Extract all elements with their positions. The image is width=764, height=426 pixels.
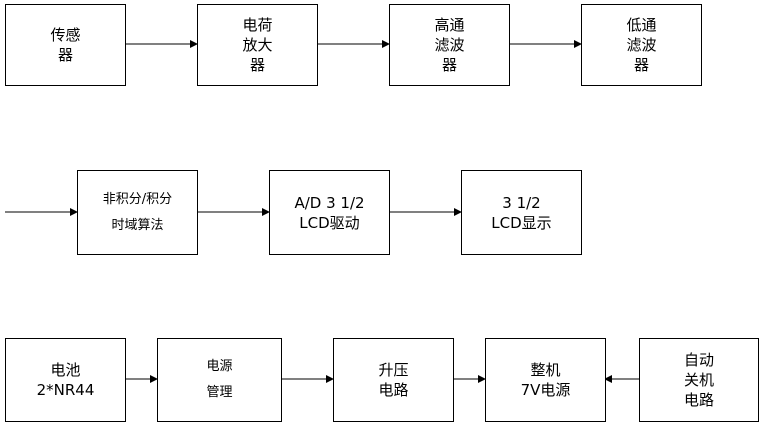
highpass-filter-label-line-3: 器 — [441, 56, 457, 74]
auto-shutdown-label-line-3: 电路 — [683, 391, 714, 409]
lowpass-filter-block: 低通 滤波 器 — [581, 4, 702, 86]
charge-amplifier-label-line-2: 放大 — [242, 36, 273, 54]
charge-amplifier-label-line-3: 器 — [249, 56, 265, 74]
boost-circuit-label-line-1: 升压 — [378, 361, 409, 379]
highpass-filter-label-line-2: 滤波 — [434, 36, 465, 54]
power-management-block: 电源 管理 — [157, 338, 282, 422]
integral-algorithm-label-line-1: 非积分/积分 — [102, 191, 173, 207]
adc-driver-block: A/D 3 1/2 LCD驱动 — [269, 170, 390, 255]
highpass-filter-label-line-1: 高通 — [434, 16, 465, 34]
power-7v-block: 整机 7V电源 — [485, 338, 606, 422]
battery-block: 电池 2*NR44 — [5, 338, 126, 422]
lowpass-filter-label-line-1: 低通 — [626, 16, 657, 34]
auto-shutdown-block: 自动 关机 电路 — [639, 338, 759, 422]
sensor-label-line-2: 器 — [57, 46, 73, 64]
lowpass-filter-label-line-3: 器 — [633, 56, 649, 74]
charge-amplifier-block: 电荷 放大 器 — [197, 4, 318, 86]
integral-algorithm-block: 非积分/积分 时域算法 — [77, 170, 198, 255]
battery-label-line-1: 电池 — [50, 361, 81, 379]
lcd-display-label-line-2: LCD显示 — [491, 213, 552, 232]
lowpass-filter-label-line-2: 滤波 — [626, 36, 657, 54]
boost-circuit-label-line-2: 电路 — [378, 381, 409, 399]
auto-shutdown-label-line-2: 关机 — [683, 371, 714, 389]
sensor-label-line-1: 传感 — [50, 26, 81, 44]
boost-circuit-block: 升压 电路 — [333, 338, 454, 422]
power-7v-label-line-2: 7V电源 — [520, 381, 571, 399]
lcd-display-block: 3 1/2 LCD显示 — [461, 170, 582, 255]
highpass-filter-block: 高通 滤波 器 — [389, 4, 510, 86]
adc-driver-label-line-1: A/D 3 1/2 — [294, 193, 365, 212]
power-management-label-line-1: 电源 — [206, 359, 233, 374]
adc-driver-label-line-2: LCD驱动 — [299, 213, 360, 232]
sensor-block: 传感 器 — [5, 4, 126, 86]
lcd-display-label-line-1: 3 1/2 — [502, 193, 541, 212]
battery-label-line-2: 2*NR44 — [36, 381, 95, 399]
power-7v-label-line-1: 整机 — [530, 361, 561, 379]
integral-algorithm-label-line-2: 时域算法 — [111, 217, 164, 233]
auto-shutdown-label-line-1: 自动 — [683, 351, 714, 369]
power-management-label-line-2: 管理 — [206, 385, 233, 400]
charge-amplifier-label-line-1: 电荷 — [242, 16, 273, 34]
